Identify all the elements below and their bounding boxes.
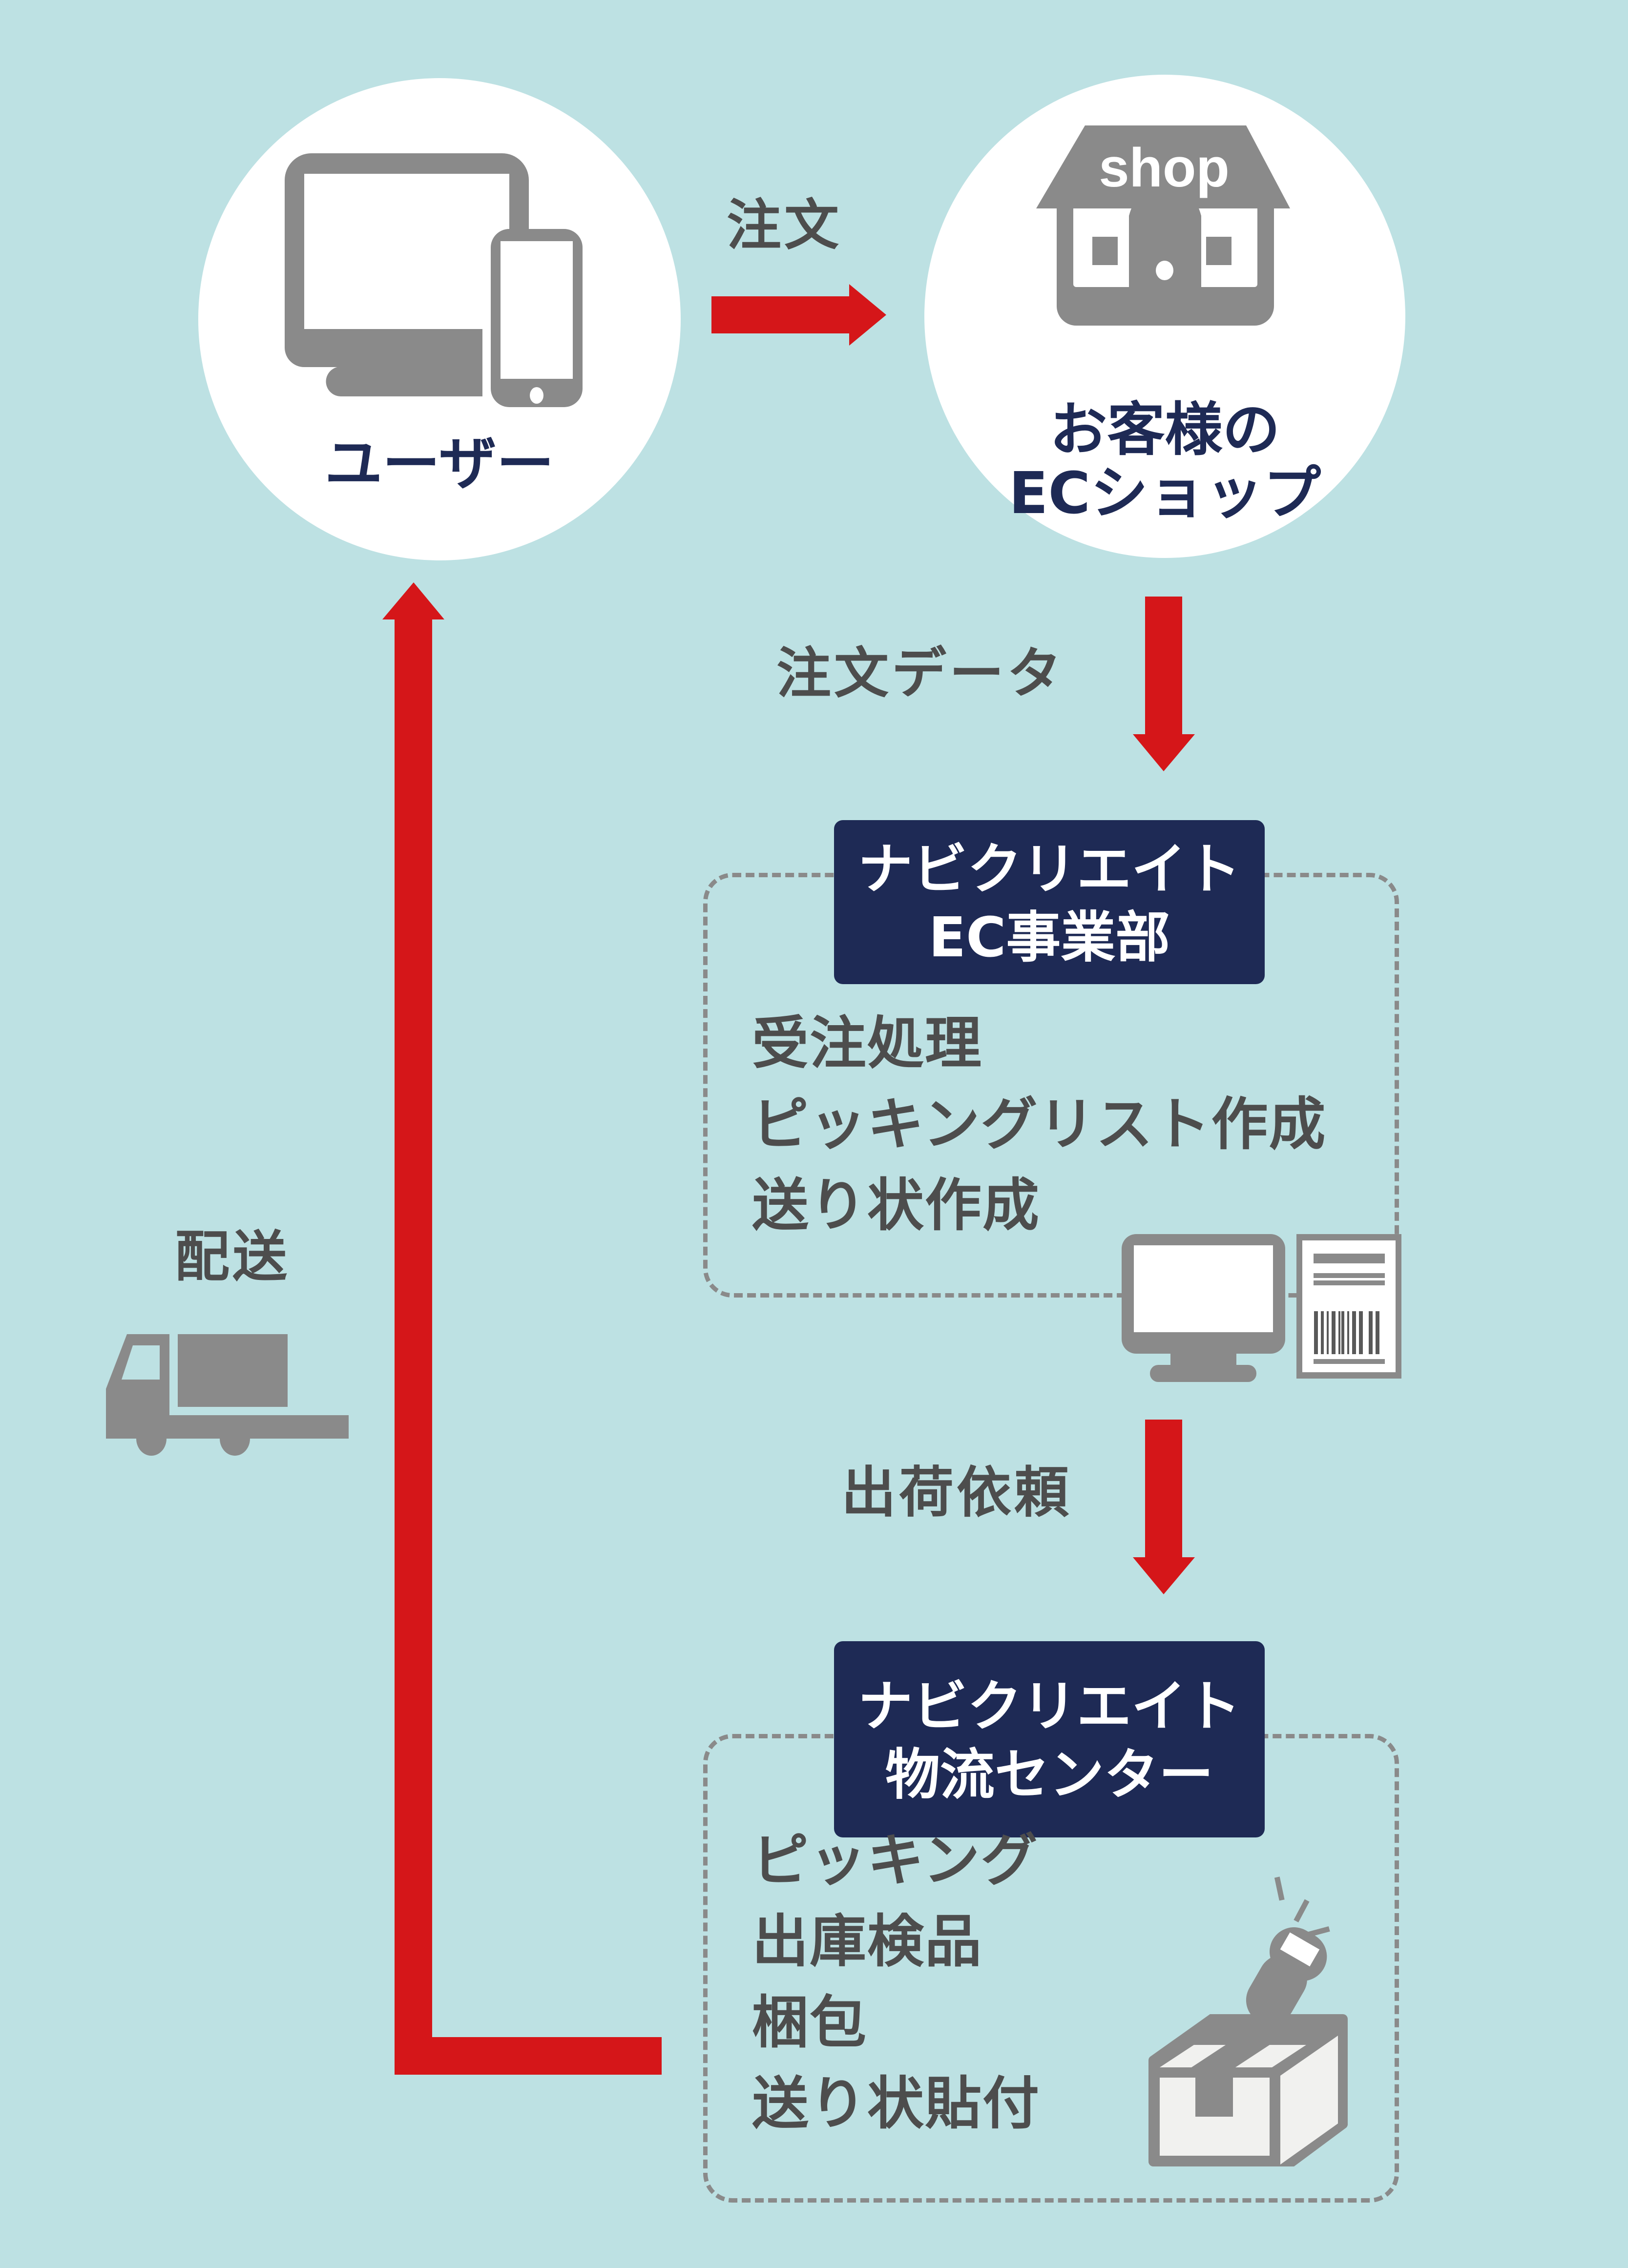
task-item: 送り状貼付 (752, 2071, 1040, 2137)
user-label: ユーザー (325, 430, 554, 497)
order-data-arrow (1133, 597, 1195, 771)
order-flow-label: 注文 (727, 194, 842, 257)
ec-department-task-list: 受注処理 ピッキングリスト作成 送り状作成 (752, 1010, 1327, 1253)
desktop-and-smartphone-icon (285, 153, 583, 407)
monitor-icon (1122, 1234, 1285, 1382)
barcode-scanner-icon (1246, 1876, 1330, 2025)
task-item: 梱包 (752, 1990, 867, 2056)
order-data-flow-label: 注文データ (776, 642, 1064, 705)
ec-department-title-line2: EC事業部 (928, 906, 1170, 969)
ec-department-title-line1: ナビクリエイト (858, 838, 1241, 901)
cardboard-box-icon (1148, 2014, 1348, 2166)
delivery-flow-label: 配送 (175, 1225, 290, 1289)
shop-label-line1: お客様の (1049, 396, 1280, 463)
task-item: 出庫検品 (752, 1909, 982, 1975)
shipping-label-barcode-icon (1296, 1234, 1401, 1379)
logistics-center-title-line1: ナビクリエイト (858, 1675, 1241, 1738)
order-arrow (711, 284, 886, 346)
delivery-return-arrow (382, 582, 662, 2075)
ec-department-title: ナビクリエイト EC事業部 (834, 820, 1265, 984)
task-item: ピッキング (752, 1828, 1039, 1894)
shop-label-line2: ECショップ (1008, 459, 1321, 527)
logistics-center-task-list: ピッキング 出庫検品 梱包 送り状貼付 (752, 1827, 1040, 2151)
logistics-center-title-line2: 物流センター (885, 1743, 1213, 1807)
shop-icon: shop (1036, 125, 1290, 326)
shop-icon-text: shop (1099, 137, 1230, 198)
logistics-center-title: ナビクリエイト 物流センター (834, 1641, 1265, 1837)
task-item: 受注処理 (752, 1010, 982, 1076)
shop-label: お客様の ECショップ (924, 398, 1405, 525)
shipping-request-flow-label: 出荷依頼 (841, 1461, 1072, 1525)
shipping-request-arrow (1133, 1420, 1195, 1594)
task-item: ピッキングリスト作成 (752, 1092, 1327, 1157)
truck-icon (106, 1334, 349, 1456)
task-item: 送り状作成 (752, 1173, 1040, 1238)
